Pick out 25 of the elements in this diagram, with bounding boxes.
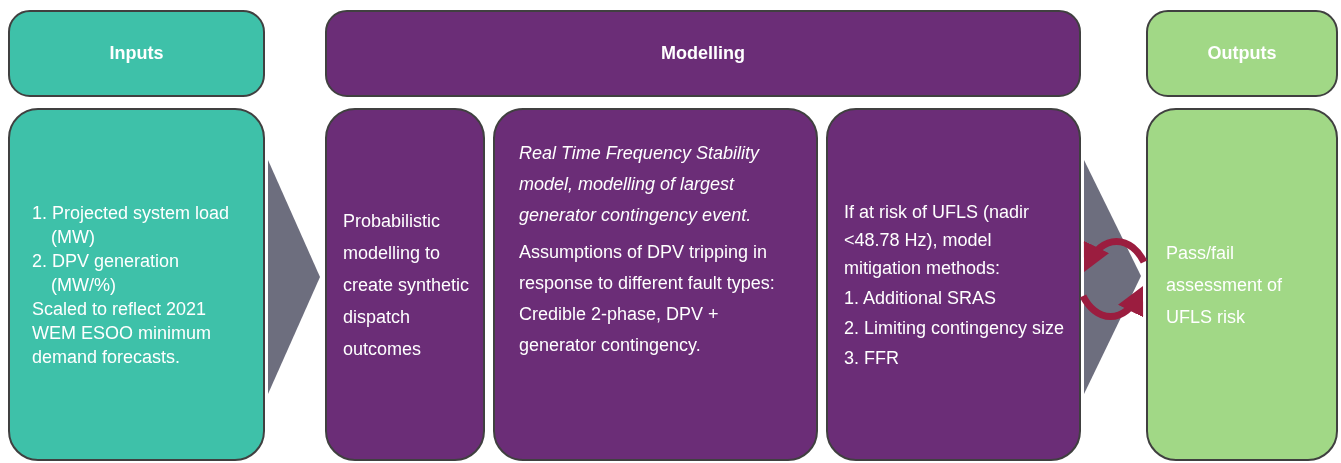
node-text: 3. FFR [844,346,900,370]
header-text: Modelling [661,43,745,64]
process-box [493,108,818,461]
process-box [826,108,1081,461]
column-header [325,10,1081,97]
node-text: 1. Projected system load (MW) [32,201,231,249]
header-text: Inputs [109,43,164,64]
node-text: Pass/fail assessment of UFLS risk [1166,241,1284,329]
node-text: If at risk of UFLS (nadir <48.78 Hz), model mitigation methods: [844,200,1031,280]
input-box [8,108,265,461]
node-text: 1. Additional SRAS [844,286,998,310]
curved-arrow [1083,238,1148,272]
process-box [325,108,485,461]
node-text: Scaled to reflect 2021 WEM ESOO minimum demand forecasts. [32,297,212,369]
node-text: 2. DPV generation (MW/%) [32,249,181,297]
node-text: Probabilistic modelling to create synthetic dispatch outcomes [343,209,471,361]
node-text: 2. Limiting contingency size [844,316,1066,340]
header-text: Outputs [1207,43,1277,64]
node-text: Assumptions of DPV tripping in response to different fault types: Credible 2-phase, DPV + generator contingency. [519,241,776,357]
chevron-arrow [268,160,320,394]
output-box [1146,108,1338,461]
column-header [1146,10,1338,97]
chevron-arrow [1084,160,1141,394]
node-text: Real Time Frequency Stability model, modelling of largest generator contingency event. [519,142,761,227]
column-header [8,10,265,97]
